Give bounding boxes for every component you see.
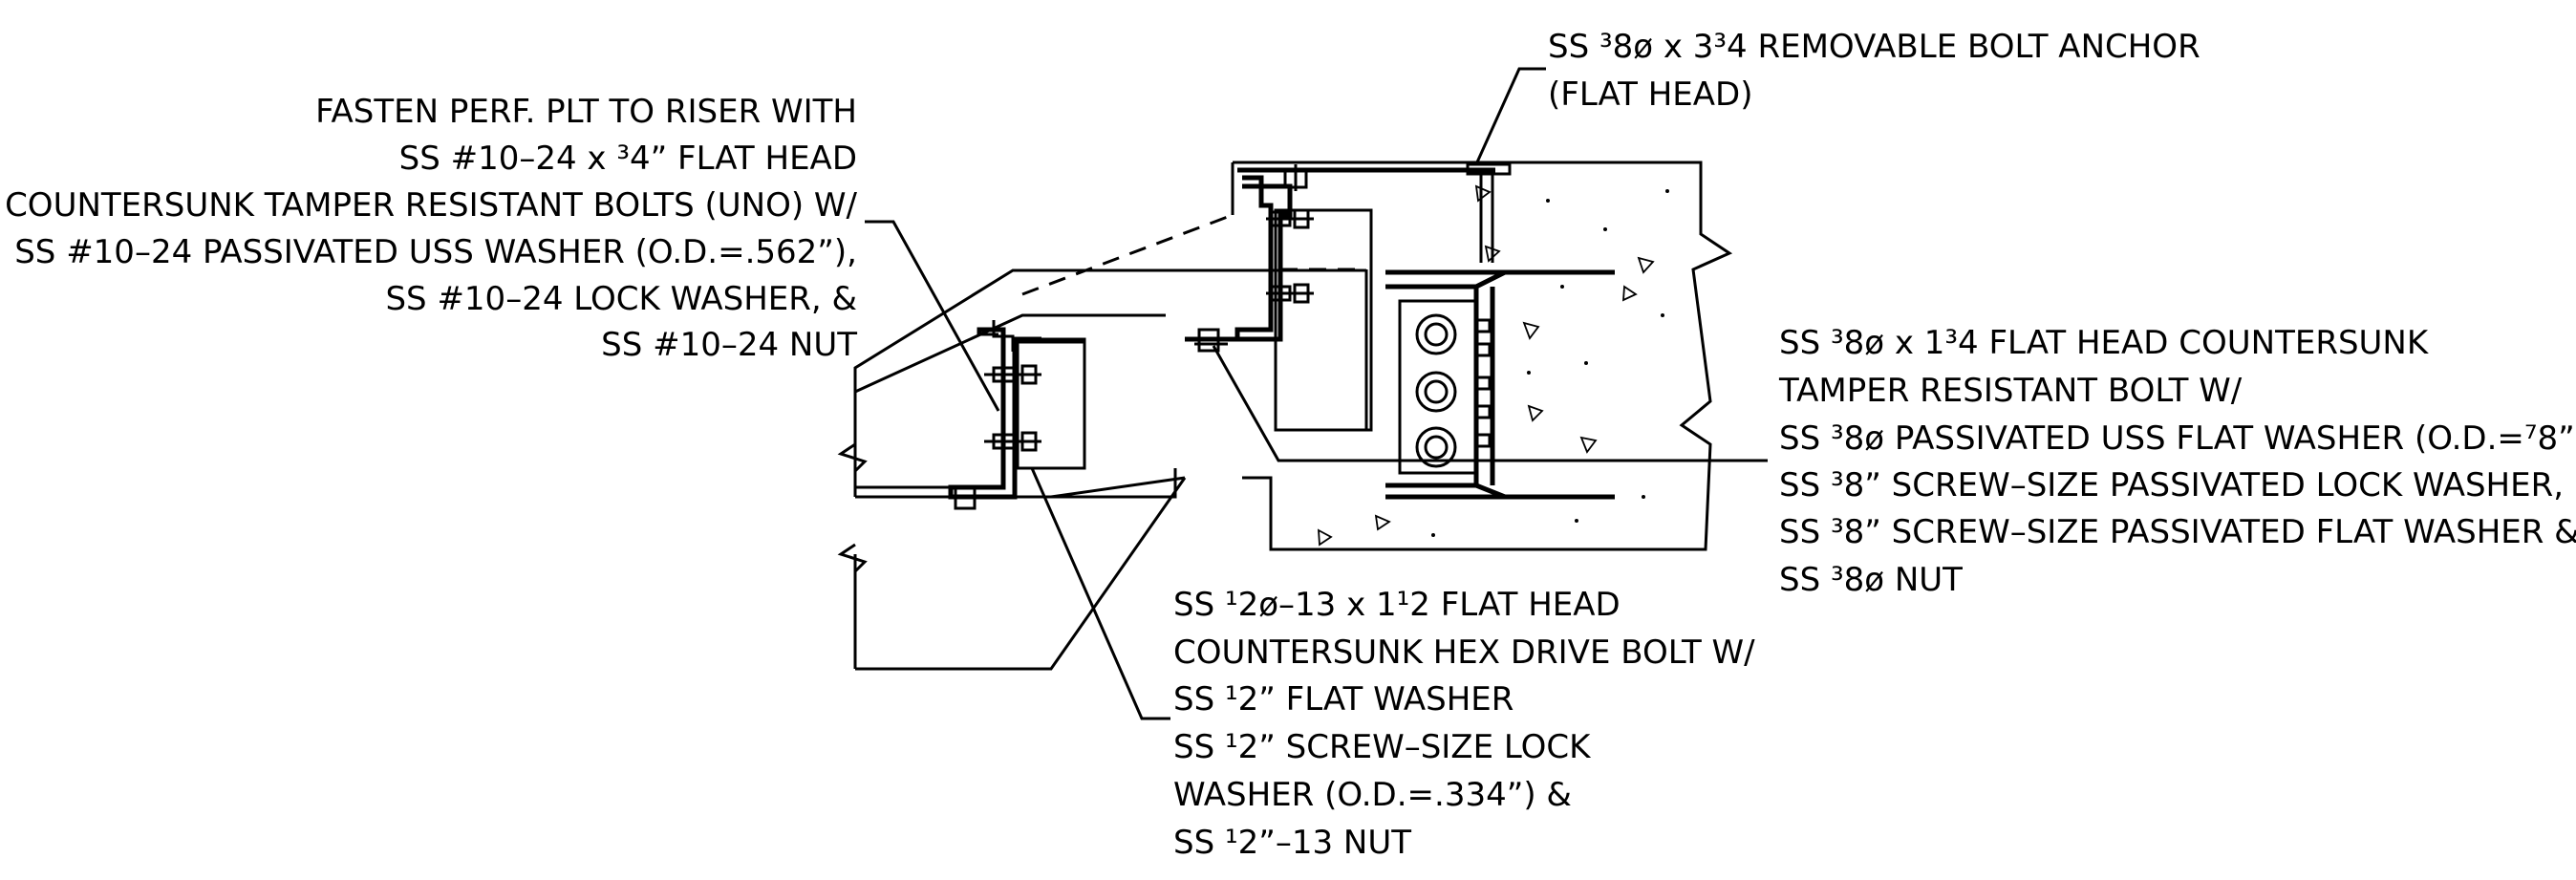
hex-bolt-lower [984, 431, 1041, 452]
embed-bolt-2 [1415, 371, 1457, 413]
anchor-bolt-head [1283, 164, 1308, 191]
upper-angle-bracket [1185, 164, 1495, 432]
tread-assembly [837, 213, 1368, 671]
concrete-riser [1231, 161, 1733, 551]
note-line: (FLAT HEAD) [1548, 75, 1753, 114]
note-line: SS ¹2”–13 NUT [1173, 824, 1411, 862]
note-line: FASTEN PERF. PLT TO RISER WITH [315, 93, 857, 131]
note-line: WASHER (O.D.=.334”) & [1173, 776, 1572, 814]
bracket-bolt-upper [1266, 208, 1314, 229]
note-line: SS #10–24 NUT [601, 326, 857, 364]
note-line: COUNTERSUNK TAMPER RESISTANT BOLTS (UNO)… [5, 186, 857, 225]
note-fasten-perf-plate: FASTEN PERF. PLT TO RISER WITH SS #10–24… [5, 93, 857, 364]
note-line: SS #10–24 PASSIVATED USS WASHER (O.D.=.5… [14, 233, 857, 271]
note-line: SS ³8ø NUT [1779, 561, 1963, 599]
note-countersunk-bolt-38: SS ³8ø x 1³4 FLAT HEAD COUNTERSUNK TAMPE… [1778, 324, 2576, 599]
embed-washers [1474, 318, 1492, 448]
leader-perf-plate [865, 220, 1000, 412]
note-line: SS ¹2ø–13 x 1¹2 FLAT HEAD [1173, 586, 1621, 624]
note-hex-drive-bolt-12: SS ¹2ø–13 x 1¹2 FLAT HEAD COUNTERSUNK HE… [1173, 586, 1755, 862]
note-line: SS ³8” SCREW–SIZE PASSIVATED FLAT WASHER… [1779, 513, 2576, 551]
note-line: COUNTERSUNK HEX DRIVE BOLT W/ [1173, 633, 1755, 672]
bracket-bolt-side [1194, 328, 1228, 353]
note-line: SS ³8” SCREW–SIZE PASSIVATED LOCK WASHER… [1779, 466, 2564, 504]
leader-bolt-12 [1030, 467, 1170, 720]
concrete-aggregate-marks [1317, 184, 1669, 547]
note-line: SS ¹2” SCREW–SIZE LOCK [1173, 728, 1592, 766]
left-angle-bracket [946, 327, 1086, 510]
note-removable-anchor: SS ³8ø x 3³4 REMOVABLE BOLT ANCHOR (FLAT… [1548, 28, 2200, 114]
note-line: SS ³8ø x 1³4 FLAT HEAD COUNTERSUNK [1779, 324, 2430, 362]
note-line: SS ¹2” FLAT WASHER [1173, 680, 1513, 719]
note-line: SS ³8ø PASSIVATED USS FLAT WASHER (O.D.=… [1779, 419, 2576, 458]
embed-bolt-1 [1415, 313, 1457, 355]
leader-bolt-38 [1212, 345, 1768, 462]
note-line: TAMPER RESISTANT BOLT W/ [1778, 372, 2243, 410]
leader-lines [865, 67, 1768, 720]
channel-embed [1385, 269, 1615, 500]
embed-bolt-3 [1415, 426, 1457, 468]
note-line: SS #10–24 LOCK WASHER, & [385, 280, 857, 318]
leader-anchor [1474, 67, 1546, 165]
perf-plate-bolt-bottom [946, 485, 984, 510]
hex-bolt-upper [984, 364, 1041, 385]
bracket-bolt-lower [1266, 283, 1314, 304]
note-line: SS ³8ø x 3³4 REMOVABLE BOLT ANCHOR [1548, 28, 2200, 66]
removable-bolt-anchor [1466, 162, 1512, 263]
note-line: SS #10–24 x ³4” FLAT HEAD [399, 140, 857, 178]
